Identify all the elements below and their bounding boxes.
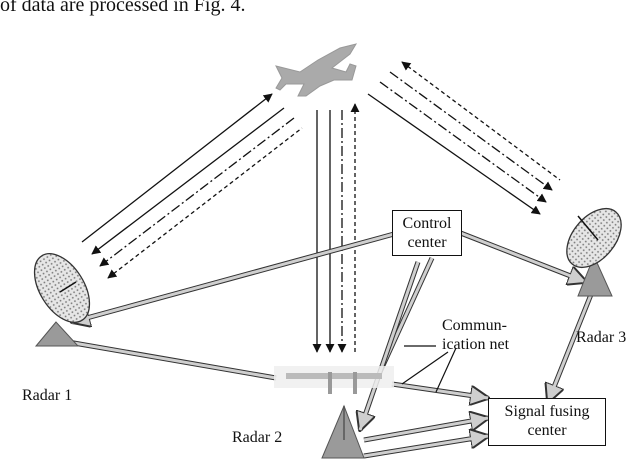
- link-radar2-to-fusing-upper: [363, 418, 488, 443]
- link-net-to-radar2: [360, 261, 421, 430]
- radar-1-label: Radar 1: [22, 387, 73, 404]
- radar-2-label: Radar 2: [232, 429, 283, 446]
- radar-3-label: Radar 3: [576, 329, 627, 346]
- aircraft-icon: [275, 43, 358, 97]
- link-radar1-to-fusing: [67, 339, 488, 398]
- caption-text: of data are processed in Fig. 4.: [0, 0, 246, 16]
- communication-links: [67, 229, 595, 459]
- link-radar3-to-fusing: [548, 291, 595, 402]
- beams-radar1: [81, 93, 303, 279]
- control-center-label: Control center: [402, 215, 452, 251]
- radar-1: [33, 253, 91, 347]
- beams-radar3: [367, 61, 561, 215]
- radar-dish-icon: [33, 253, 91, 323]
- signal-fusing-center-label: Signal fusing center: [504, 403, 590, 439]
- communication-net-label: Commun- ication net: [442, 317, 510, 353]
- radar-2: [321, 404, 365, 459]
- beams-radar2: [312, 103, 360, 353]
- control-center-box: Control center: [392, 210, 462, 256]
- link-radar2-to-fusing: [363, 436, 488, 459]
- link-control-to-radar1: [72, 231, 395, 322]
- communication-net-pointer: [401, 345, 457, 393]
- link-control-to-radar3: [457, 229, 586, 282]
- radar-dish-icon: [566, 208, 622, 268]
- blurred-region: [274, 366, 394, 394]
- signal-fusing-center-box: Signal fusing center: [488, 398, 606, 446]
- radar-3: [566, 208, 622, 297]
